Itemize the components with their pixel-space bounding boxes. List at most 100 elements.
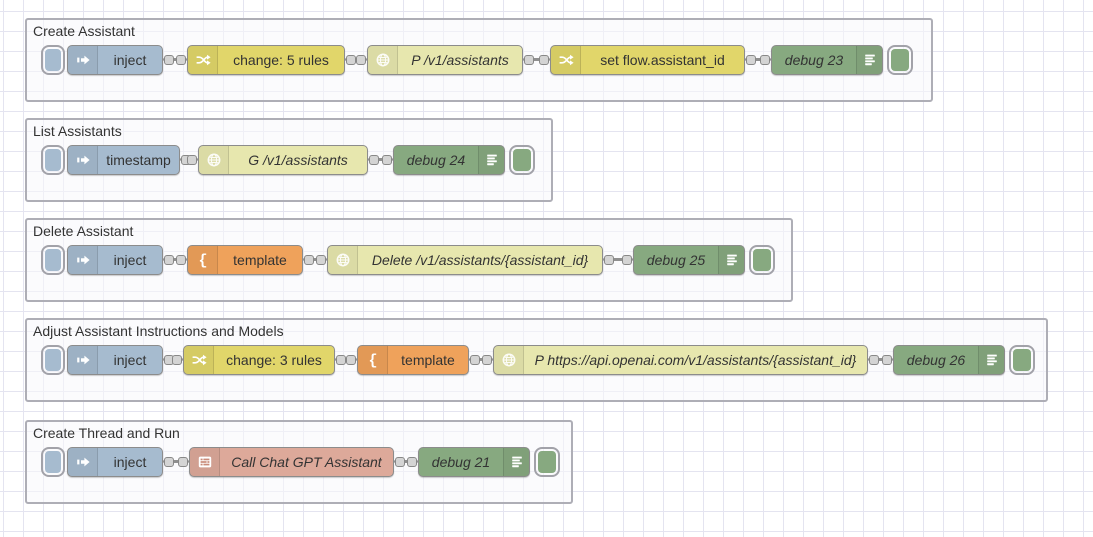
node-label: change: 5 rules [233, 52, 329, 68]
node-template[interactable]: {template [346, 345, 480, 375]
wire[interactable] [394, 460, 418, 463]
node-icon-strip: { [358, 346, 388, 374]
node-icon-strip [68, 146, 98, 174]
input-port[interactable] [882, 355, 892, 365]
node-icon-strip [199, 146, 229, 174]
input-port[interactable] [316, 255, 326, 265]
wire[interactable] [745, 58, 771, 61]
input-port[interactable] [407, 457, 417, 467]
wire[interactable] [163, 58, 187, 61]
node-icon-strip [328, 246, 358, 274]
output-port[interactable] [346, 55, 356, 65]
inject-button[interactable] [41, 145, 65, 175]
wire[interactable] [303, 258, 327, 261]
output-port[interactable] [395, 457, 405, 467]
input-port[interactable] [482, 355, 492, 365]
node-icon-strip [68, 448, 98, 476]
node-icon-strip [856, 46, 882, 74]
input-port[interactable] [176, 255, 186, 265]
node-icon-strip [478, 146, 504, 174]
debug-toggle-button[interactable] [887, 45, 913, 75]
node-http-request[interactable]: P https://api.openai.com/v1/assistants/{… [482, 345, 879, 375]
wire[interactable] [523, 58, 550, 61]
input-port[interactable] [178, 457, 188, 467]
group-title: Create Assistant [33, 23, 135, 39]
node-inject[interactable]: inject [41, 345, 174, 375]
node-icon-strip [188, 46, 218, 74]
output-port[interactable] [746, 55, 756, 65]
output-port[interactable] [524, 55, 534, 65]
node-label: timestamp [106, 152, 171, 168]
svg-text:{: { [368, 353, 377, 368]
output-port[interactable] [164, 55, 174, 65]
input-port[interactable] [382, 155, 392, 165]
wire[interactable] [469, 358, 493, 361]
node-icon-strip [503, 448, 529, 476]
inject-button[interactable] [41, 45, 65, 75]
node-label: inject [113, 52, 147, 68]
globe-icon [206, 152, 222, 168]
node-label: set flow.assistant_id [600, 52, 725, 68]
node-http-request[interactable]: Delete /v1/assistants/{assistant_id} [316, 245, 614, 275]
inject-button[interactable] [41, 245, 65, 275]
node-change[interactable]: set flow.assistant_id [539, 45, 756, 75]
input-port[interactable] [346, 355, 356, 365]
node-icon-strip [68, 246, 98, 274]
node-debug[interactable]: debug 21 [407, 447, 560, 477]
debug-output-icon [724, 252, 740, 268]
input-port[interactable] [172, 355, 182, 365]
node-inject[interactable]: inject [41, 447, 174, 477]
output-port[interactable] [304, 255, 314, 265]
output-port[interactable] [164, 255, 174, 265]
output-port[interactable] [869, 355, 879, 365]
input-port[interactable] [539, 55, 549, 65]
input-port[interactable] [356, 55, 366, 65]
debug-toggle-button[interactable] [1009, 345, 1035, 375]
node-http-request[interactable]: G /v1/assistants [187, 145, 379, 175]
input-port[interactable] [622, 255, 632, 265]
globe-icon [335, 252, 351, 268]
node-icon-strip [68, 46, 98, 74]
inject-arrow-icon [75, 52, 91, 68]
node-debug[interactable]: debug 26 [882, 345, 1035, 375]
node-debug[interactable]: debug 25 [622, 245, 775, 275]
input-port[interactable] [760, 55, 770, 65]
node-inject[interactable]: timestamp [41, 145, 191, 175]
output-port[interactable] [164, 457, 174, 467]
node-subflow[interactable]: Call Chat GPT Assistant [178, 447, 405, 477]
output-port[interactable] [336, 355, 346, 365]
node-http-request[interactable]: P /v1/assistants [356, 45, 534, 75]
node-change[interactable]: change: 5 rules [176, 45, 356, 75]
node-debug[interactable]: debug 24 [382, 145, 535, 175]
input-port[interactable] [176, 55, 186, 65]
inject-arrow-icon [75, 352, 91, 368]
node-debug[interactable]: debug 23 [760, 45, 913, 75]
node-inject[interactable]: inject [41, 245, 174, 275]
inject-button[interactable] [41, 345, 65, 375]
output-port[interactable] [470, 355, 480, 365]
subflow-icon [197, 454, 213, 470]
inject-arrow-icon [75, 152, 91, 168]
node-template[interactable]: {template [176, 245, 314, 275]
debug-toggle-button[interactable] [534, 447, 560, 477]
wire[interactable] [603, 258, 633, 261]
wire[interactable] [163, 258, 187, 261]
wire[interactable] [163, 460, 189, 463]
node-label: inject [113, 454, 147, 470]
wire[interactable] [368, 158, 393, 161]
svg-text:{: { [198, 253, 207, 268]
input-port[interactable] [187, 155, 197, 165]
node-label: change: 3 rules [226, 352, 322, 368]
node-icon-strip [368, 46, 398, 74]
node-inject[interactable]: inject [41, 45, 174, 75]
debug-toggle-button[interactable] [509, 145, 535, 175]
node-label: debug 21 [431, 454, 491, 470]
debug-toggle-button[interactable] [749, 245, 775, 275]
wire[interactable] [868, 358, 893, 361]
shuffle-arrows-icon [195, 52, 211, 68]
output-port[interactable] [369, 155, 379, 165]
inject-button[interactable] [41, 447, 65, 477]
node-change[interactable]: change: 3 rules [172, 345, 346, 375]
output-port[interactable] [604, 255, 614, 265]
